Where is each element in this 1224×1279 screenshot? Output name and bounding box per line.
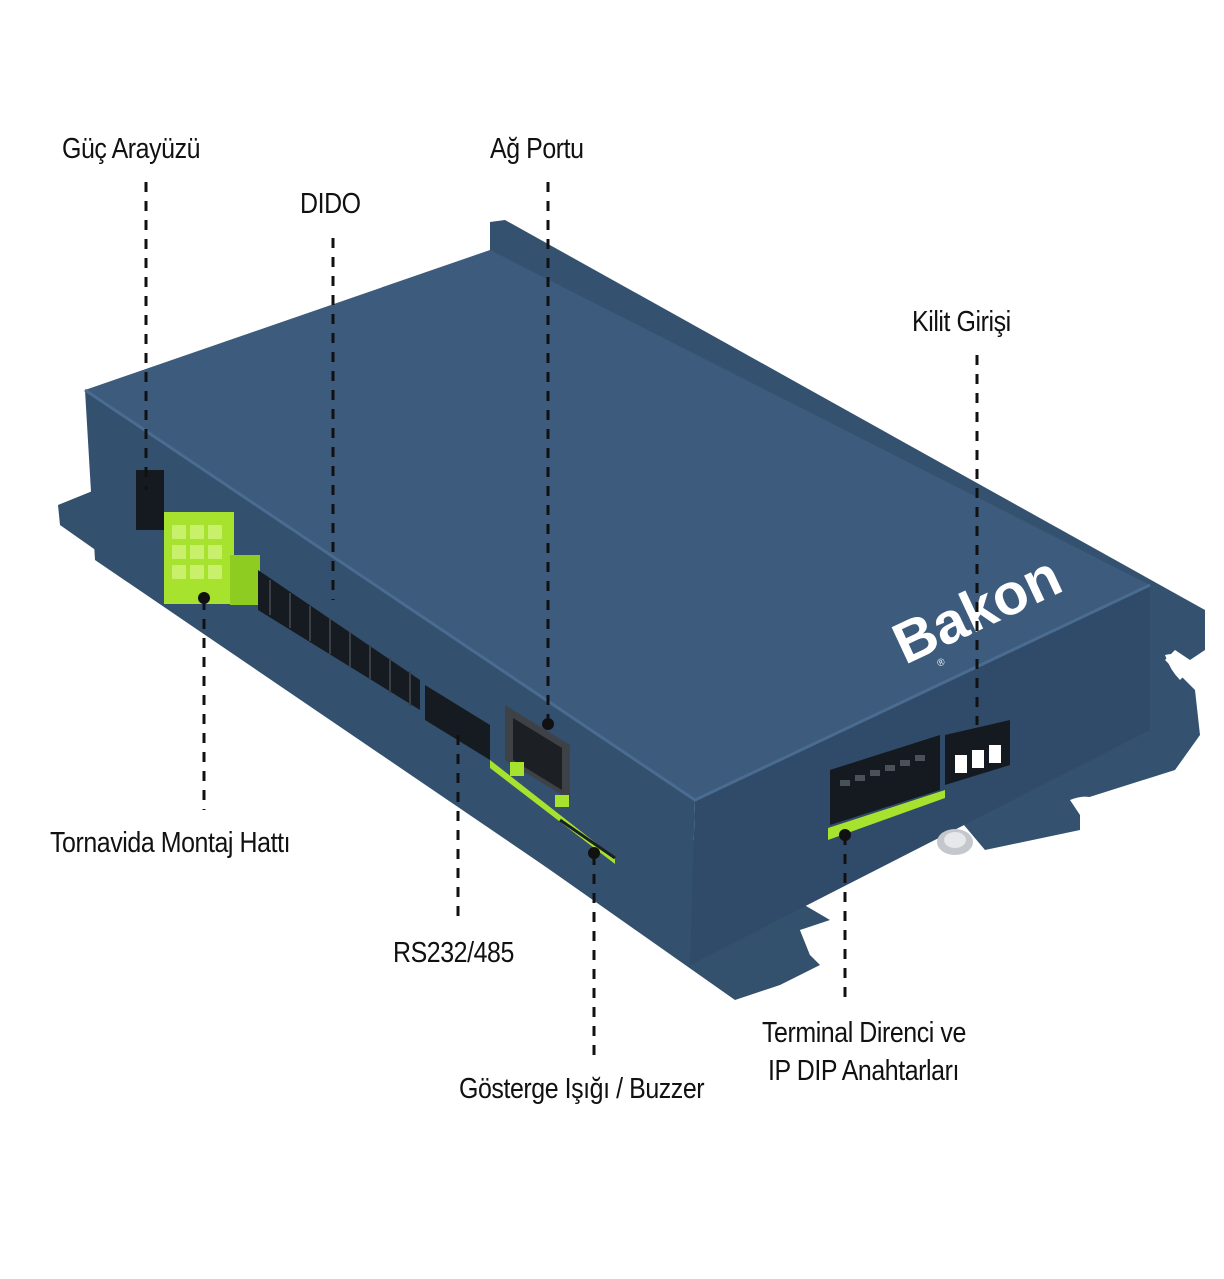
callout-dot-network	[542, 718, 554, 730]
flange-slot-front	[800, 929, 826, 955]
label-rs232-485: RS232/485	[393, 937, 514, 969]
housing-top	[85, 250, 1150, 800]
dido-header	[258, 570, 420, 710]
flange-slot-bottom-right	[1070, 796, 1105, 815]
label-dido: DIDO	[300, 188, 361, 220]
label-terminal-dip-line1: Terminal Direnci ve	[762, 1017, 966, 1049]
rs232-header	[425, 685, 490, 760]
label-network-port: Ağ Portu	[490, 133, 584, 165]
rj45-port	[505, 705, 570, 807]
green-terminal-block	[164, 512, 260, 605]
label-screwdriver-mount: Tornavida Montaj Hattı	[50, 827, 291, 859]
registered-mark: ®	[936, 656, 948, 669]
label-indicator-buzzer: Gösterge Işığı / Buzzer	[459, 1073, 705, 1105]
callout-dot-screwdriver	[198, 592, 210, 604]
flange-slot-right	[1165, 654, 1190, 680]
mounting-screw	[937, 829, 973, 855]
power-connector	[136, 470, 164, 530]
dip-switch-block	[828, 735, 945, 840]
label-power-interface: Güç Arayüzü	[62, 133, 201, 165]
lock-input-connector	[945, 720, 1010, 785]
label-terminal-dip-line2: IP DIP Anahtarları	[768, 1055, 959, 1087]
label-lock-input: Kilit Girişi	[912, 306, 1011, 338]
callout-dot-terminal	[839, 829, 851, 841]
callout-dot-indicator	[588, 847, 600, 859]
